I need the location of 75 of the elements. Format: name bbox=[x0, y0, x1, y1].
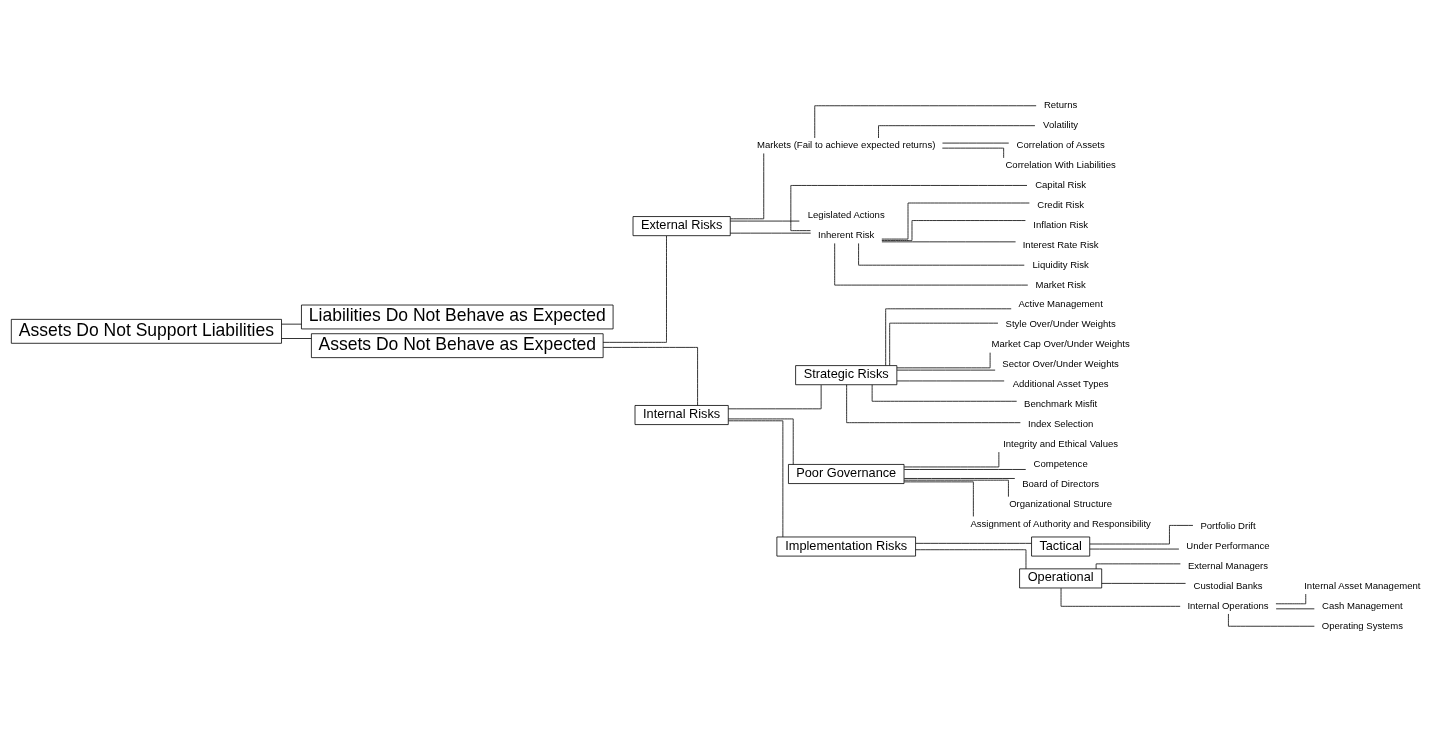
node-text: Cash Management bbox=[1321, 599, 1403, 611]
node-text: Interest Rate Risk bbox=[1022, 238, 1099, 250]
connector bbox=[903, 478, 1016, 479]
connector bbox=[727, 418, 794, 465]
connector bbox=[1089, 525, 1194, 545]
connector bbox=[903, 451, 1000, 468]
connector bbox=[881, 202, 1030, 240]
node-text: Inherent Risk bbox=[818, 229, 875, 241]
connector bbox=[885, 308, 1012, 366]
connector bbox=[729, 220, 800, 222]
node-text: Credit Risk bbox=[1037, 198, 1084, 210]
node-text: Portfolio Drift bbox=[1200, 520, 1256, 532]
node-text: Style Over/Under Weights bbox=[1005, 318, 1116, 330]
connector bbox=[729, 232, 812, 234]
node-box: Poor Governance bbox=[788, 464, 905, 484]
connector bbox=[1089, 548, 1180, 550]
connector bbox=[903, 481, 974, 517]
node-text: Market Risk bbox=[1035, 278, 1086, 290]
node-text: Custodial Banks bbox=[1193, 579, 1263, 591]
node-text: Markets (Fail to achieve expected returns) bbox=[757, 139, 936, 151]
node-text: Sector Over/Under Weights bbox=[1002, 358, 1119, 370]
connector bbox=[881, 241, 1016, 243]
connector bbox=[889, 322, 999, 366]
connector bbox=[728, 420, 784, 538]
node-text: Internal Asset Management bbox=[1304, 579, 1421, 591]
connector bbox=[602, 235, 667, 343]
node-text: Assignment of Authority and Responsibility bbox=[970, 517, 1151, 529]
node-text: Active Management bbox=[1018, 298, 1103, 310]
node-text: Volatility bbox=[1043, 119, 1079, 131]
connector bbox=[790, 185, 1028, 232]
connector bbox=[903, 469, 1027, 470]
node-text: External Managers bbox=[1187, 559, 1269, 571]
node-box: Tactical bbox=[1031, 536, 1091, 557]
node-text: Market Cap Over/Under Weights bbox=[991, 338, 1130, 350]
node-box: Assets Do Not Support Liabilities bbox=[10, 318, 282, 344]
node-box: Assets Do Not Behave as Expected bbox=[311, 333, 604, 359]
node-text: Additional Asset Types bbox=[1012, 378, 1109, 390]
connector bbox=[729, 153, 765, 220]
node-text: Inflation Risk bbox=[1033, 218, 1088, 230]
connector bbox=[281, 338, 312, 339]
node-box: Strategic Risks bbox=[795, 365, 898, 386]
connector bbox=[881, 220, 1026, 241]
node-box: External Risks bbox=[632, 216, 731, 237]
connector bbox=[903, 479, 1009, 498]
node-box: Liabilities Do Not Behave as Expected bbox=[301, 304, 614, 330]
node-text: Organizational Structure bbox=[1009, 497, 1113, 509]
connector bbox=[834, 243, 1029, 286]
node-text: Index Selection bbox=[1028, 418, 1094, 430]
node-box: Implementation Risks bbox=[776, 536, 916, 557]
node-text: Returns bbox=[1043, 99, 1078, 111]
connector bbox=[941, 147, 1005, 159]
node-text: Correlation With Liabilities bbox=[1005, 159, 1116, 171]
node-text: Liquidity Risk bbox=[1032, 258, 1089, 270]
node-text: Capital Risk bbox=[1035, 178, 1087, 190]
node-box: Internal Risks bbox=[634, 405, 729, 425]
connector bbox=[1095, 563, 1181, 570]
connector bbox=[896, 352, 991, 369]
node-text: Under Performance bbox=[1186, 540, 1270, 551]
node-text: Internal Operations bbox=[1187, 599, 1269, 611]
connector bbox=[281, 323, 302, 325]
node-text: Operating Systems bbox=[1321, 619, 1403, 631]
node-box: Operational bbox=[1019, 568, 1103, 589]
node-text: Correlation of Assets bbox=[1016, 139, 1105, 151]
node-text: Competence bbox=[1033, 457, 1088, 469]
connector bbox=[915, 542, 1032, 544]
connector bbox=[915, 549, 1027, 570]
connector bbox=[858, 243, 1025, 266]
node-text: Benchmark Misfit bbox=[1024, 398, 1098, 410]
node-text: Integrity and Ethical Values bbox=[1003, 437, 1119, 449]
node-text: Legislated Actions bbox=[807, 209, 885, 221]
connector bbox=[602, 347, 698, 406]
node-text: Board of Directors bbox=[1022, 477, 1100, 489]
connector bbox=[846, 384, 1021, 424]
connector bbox=[728, 384, 822, 410]
connector bbox=[1101, 583, 1186, 584]
